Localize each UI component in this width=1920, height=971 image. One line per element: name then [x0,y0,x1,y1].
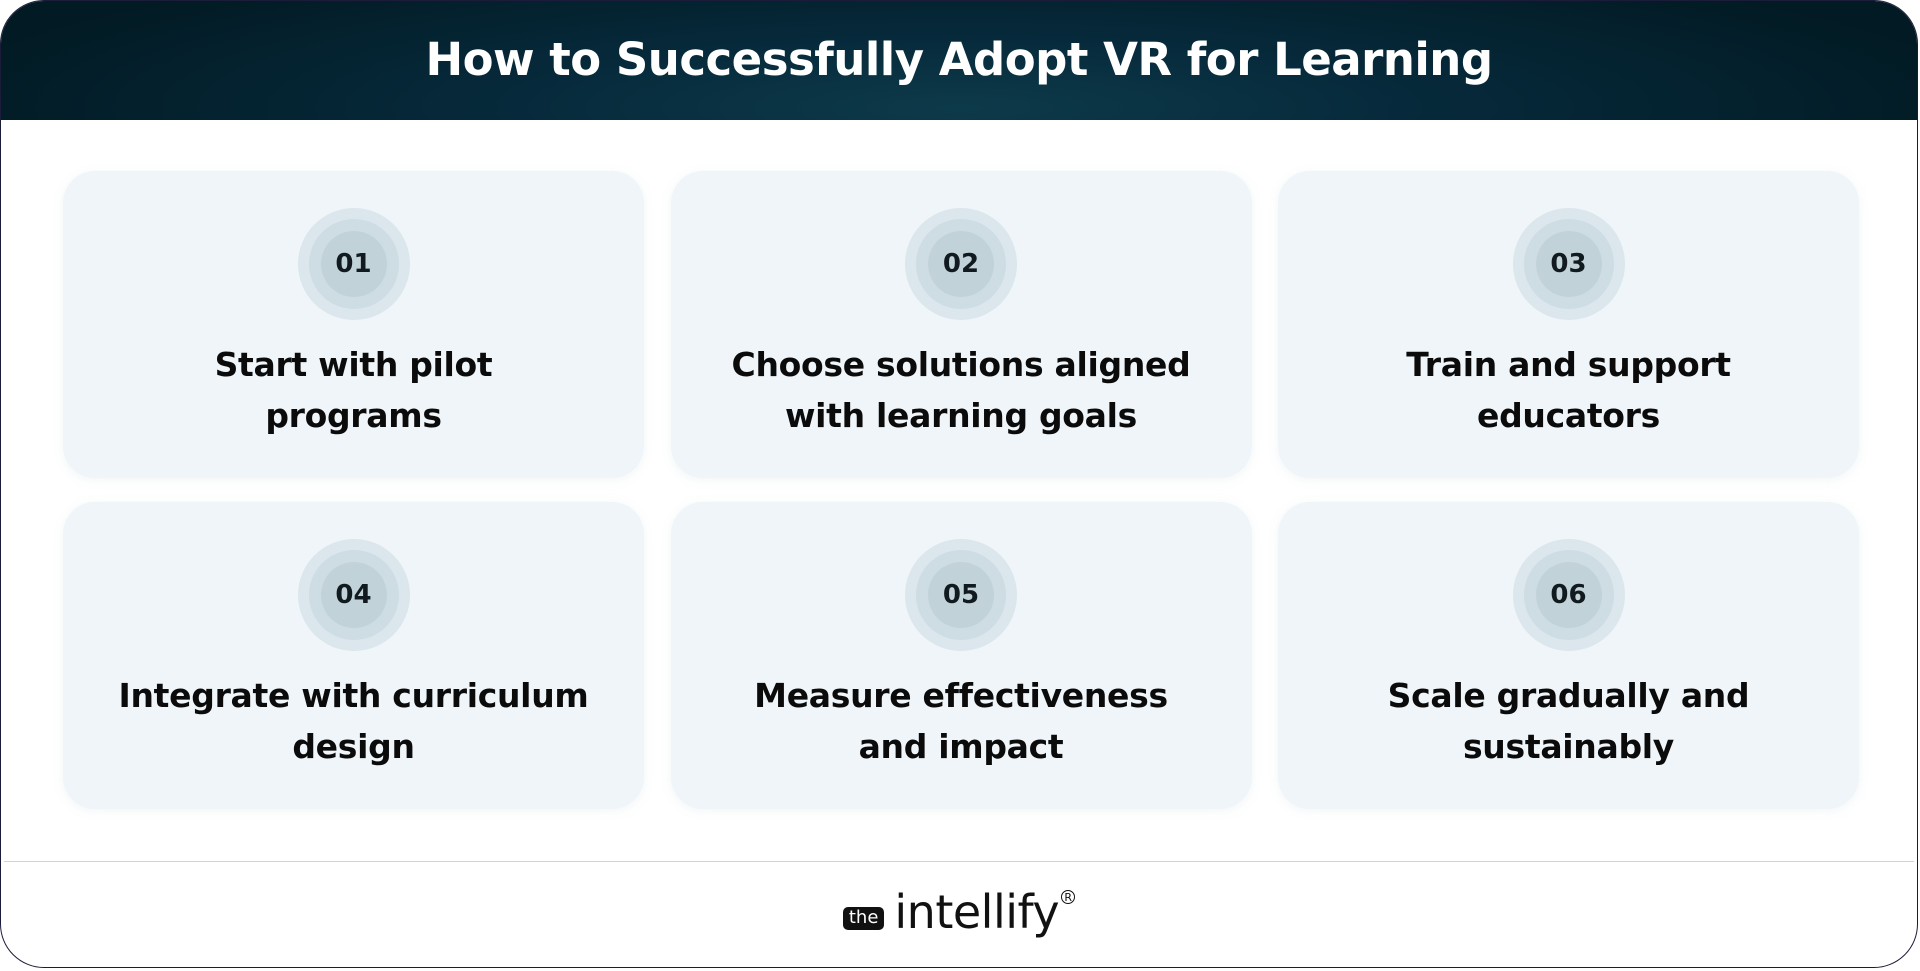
step-number-badge: 04 [297,539,410,651]
step-title-line: Start with pilot [214,345,493,384]
step-title-line: with learning goals [784,396,1137,435]
step-title: Measure effectiveness and impact [691,670,1232,772]
step-number: 05 [942,580,980,610]
step-number: 06 [1550,580,1587,610]
step-title-line: Train and support [1406,345,1731,384]
step-title-line: Integrate with curriculum [118,676,589,715]
step-card-2: 02 Choose solutions aligned with learning… [670,171,1252,478]
step-number: 02 [942,249,980,279]
step-card-6: 06 Scale gradually and sustainably [1278,502,1859,809]
registered-mark-icon: R [1061,890,1076,904]
step-title-line: programs [265,396,442,435]
footer-divider [4,861,1914,862]
step-title-line: educators [1477,396,1660,435]
step-number-badge: 01 [297,208,410,320]
step-card-4: 04 Integrate with curriculum design [63,502,644,809]
step-title: Train and support educators [1298,339,1839,441]
brand-logo: the intellify R [1,889,1917,935]
step-number-badge: 05 [905,539,1017,651]
step-number-badge: 03 [1512,208,1625,320]
step-number-badge: 02 [905,208,1017,320]
step-card-1: 01 Start with pilot programs [63,171,644,478]
logo-prefix-badge: the [842,906,885,930]
step-number: 04 [335,580,372,610]
step-card-3: 03 Train and support educators [1278,171,1859,478]
step-title: Choose solutions aligned with learning go… [691,339,1232,441]
step-title: Start with pilot programs [83,339,624,441]
step-number: 03 [1550,249,1587,279]
step-card-5: 05 Measure effectiveness and impact [670,502,1252,809]
steps-grid: 01 Start with pilot programs 02 Choose so… [63,171,1859,809]
step-title-line: Scale gradually and [1387,676,1750,715]
step-title: Scale gradually and sustainably [1298,670,1839,772]
step-title-line: and impact [858,727,1064,766]
step-title-line: sustainably [1462,727,1675,766]
logo-wordmark: intellify [894,885,1060,939]
step-title-line: Measure effectiveness [754,676,1168,715]
step-title-line: Choose solutions aligned [731,345,1191,384]
step-title-line: design [292,727,415,766]
step-title: Integrate with curriculum design [83,670,624,772]
header-banner: How to Successfully Adopt VR for Learnin… [1,1,1917,120]
step-number-badge: 06 [1512,539,1625,651]
step-number: 01 [335,249,372,279]
page-title: How to Successfully Adopt VR for Learnin… [425,33,1493,86]
